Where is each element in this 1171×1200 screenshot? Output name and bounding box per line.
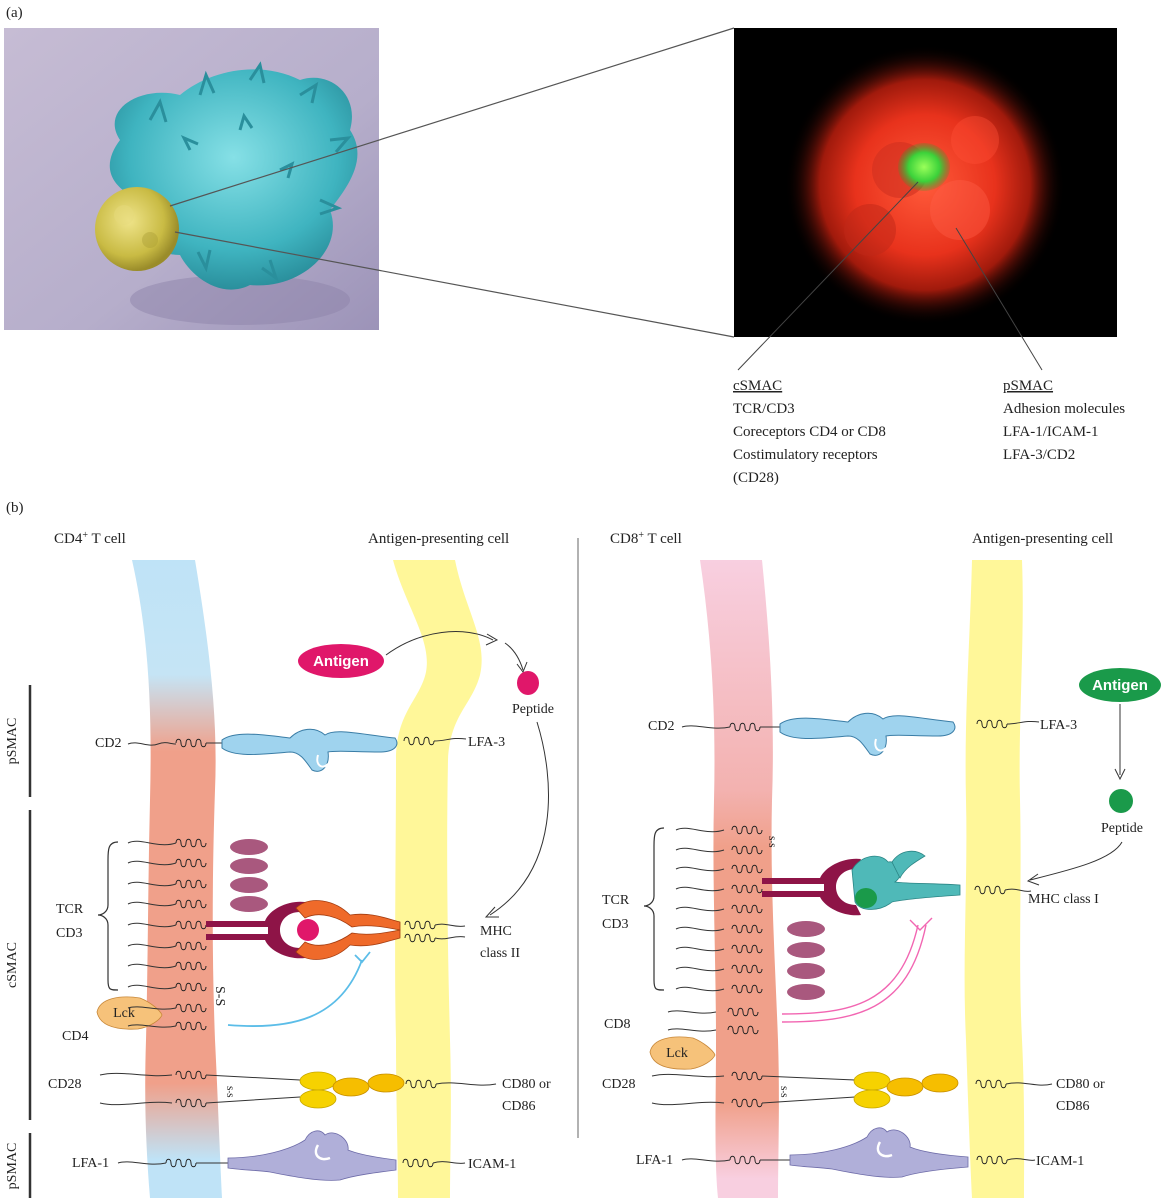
cd4-lfa3-label: LFA-3 bbox=[468, 735, 505, 750]
cd8-tcr bbox=[762, 858, 861, 916]
cd8-lfa3-label: LFA-3 bbox=[1040, 718, 1077, 733]
cd8-diagram: CD8+ T cell Antigen-presenting cell Anti… bbox=[602, 530, 1161, 1198]
cd8-apc-membrane bbox=[964, 560, 1025, 1198]
psmac-line-2: LFA-1/ICAM-1 bbox=[1003, 424, 1099, 440]
cd8-icam1-label: ICAM-1 bbox=[1036, 1154, 1084, 1169]
cd4-apc-membrane bbox=[393, 560, 482, 1198]
cd4-cd3-chain-3 bbox=[230, 877, 268, 893]
fluorescence-image bbox=[734, 28, 1117, 337]
svg-text:S-S: S-S bbox=[212, 986, 227, 1006]
cd4-mhc-label-2: class II bbox=[480, 946, 520, 961]
csmac-line-3: Costimulatory receptors bbox=[733, 447, 878, 463]
csmac-line-2: Coreceptors CD4 or CD8 bbox=[733, 424, 886, 440]
cd4-tcr-label: TCR bbox=[56, 902, 84, 917]
psmac-title: pSMAC bbox=[1003, 378, 1053, 394]
cd8-coreceptor bbox=[781, 924, 919, 1015]
cd4-diagram: CD4+ T cell Antigen-presenting cell Anti… bbox=[48, 530, 554, 1198]
psmac-legend: pSMAC Adhesion molecules LFA-1/ICAM-1 LF… bbox=[1003, 378, 1125, 463]
cd8-cd3-chain-1 bbox=[787, 921, 825, 937]
cd8-tcr-label: TCR bbox=[602, 893, 630, 908]
cd4-cd86-label: CD86 bbox=[502, 1099, 535, 1114]
csmac-line-4: (CD28) bbox=[733, 470, 779, 486]
cd8-antigen-label: Antigen bbox=[1092, 677, 1148, 694]
svg-text:S-S: S-S bbox=[767, 836, 776, 848]
cd8-cd28-domain-2 bbox=[853, 1089, 891, 1109]
cd4-cd28-label: CD28 bbox=[48, 1077, 81, 1092]
csmac-line-1: TCR/CD3 bbox=[733, 401, 795, 417]
side-label-csmac: cSMAC bbox=[5, 942, 20, 988]
cd4-cd28-domain-2 bbox=[299, 1089, 337, 1109]
cd4-cd3-chain-2 bbox=[230, 858, 268, 874]
cd4-cd4-label: CD4 bbox=[62, 1029, 88, 1044]
cd8-cd28-domain-1 bbox=[853, 1071, 891, 1091]
cd4-antigen-label: Antigen bbox=[313, 653, 369, 670]
csmac-legend: cSMAC TCR/CD3 Coreceptors CD4 or CD8 Cos… bbox=[733, 378, 886, 486]
sem-micrograph bbox=[4, 28, 379, 330]
cd4-peptide-label: Peptide bbox=[512, 702, 554, 717]
cd8-cd80-domain-1 bbox=[886, 1077, 924, 1097]
cd8-peptide-shape bbox=[1109, 789, 1133, 813]
cd4-mhc-label-1: MHC bbox=[480, 924, 512, 939]
cd8-apc-title: Antigen-presenting cell bbox=[972, 531, 1113, 547]
cd4-cd3-label: CD3 bbox=[56, 926, 82, 941]
cd4-mhc-class-ii bbox=[295, 929, 401, 960]
cd4-icam1-label: ICAM-1 bbox=[468, 1157, 516, 1172]
psmac-line-3: LFA-3/CD2 bbox=[1003, 447, 1075, 463]
cd8-peptide-label: Peptide bbox=[1101, 821, 1143, 836]
cd4-mhc-peptide bbox=[297, 919, 319, 941]
svg-text:S-S: S-S bbox=[779, 1086, 788, 1098]
cd4-coreceptor bbox=[227, 959, 363, 1028]
side-label-psmac-bottom: pSMAC bbox=[5, 1143, 20, 1190]
svg-text:S-S: S-S bbox=[225, 1086, 234, 1098]
cd4-cd80-domain-2 bbox=[367, 1073, 405, 1093]
cd8-cd3-chain-3 bbox=[787, 963, 825, 979]
panel-a-label: (a) bbox=[6, 5, 23, 21]
csmac-title: cSMAC bbox=[733, 378, 782, 394]
cd8-cd2-lfa3-complex bbox=[779, 712, 956, 756]
cd4-peptide-shape bbox=[517, 671, 539, 695]
cd8-cd3-chain-2 bbox=[787, 942, 825, 958]
cd4-cd28-domain-1 bbox=[299, 1071, 337, 1091]
cd8-cd2-label: CD2 bbox=[648, 719, 674, 734]
psmac-line-1: Adhesion molecules bbox=[1003, 401, 1125, 417]
cd4-antigen-shape bbox=[298, 644, 384, 678]
cd8-cd3-chain-4 bbox=[787, 984, 825, 1000]
cd4-cd2-lfa3-complex bbox=[221, 728, 398, 772]
cd8-lck-label: Lck bbox=[666, 1046, 688, 1061]
cd8-lck bbox=[649, 1036, 716, 1070]
cd8-cd3-label: CD3 bbox=[602, 917, 628, 932]
cd8-tcell-title: CD8+ T cell bbox=[610, 530, 682, 548]
cd4-tcr bbox=[206, 901, 305, 959]
cd8-antigen-shape bbox=[1079, 668, 1161, 702]
cd4-apc-title: Antigen-presenting cell bbox=[368, 531, 509, 547]
cd4-cd2-label: CD2 bbox=[95, 736, 121, 751]
cd8-tcell-membrane bbox=[700, 560, 779, 1198]
panel-b-label: (b) bbox=[6, 500, 24, 516]
cd8-mhc-label: MHC class I bbox=[1028, 892, 1099, 907]
cd8-lfa1-label: LFA-1 bbox=[636, 1153, 673, 1168]
cd4-lck-label: Lck bbox=[113, 1006, 135, 1021]
cd4-lfa1-icam1-complex bbox=[227, 1130, 397, 1181]
side-label-psmac-top: pSMAC bbox=[5, 718, 20, 765]
cd4-cd3-chain-4 bbox=[230, 896, 268, 912]
cd8-cd80-domain-2 bbox=[921, 1073, 959, 1093]
cd8-cd28-label: CD28 bbox=[602, 1077, 635, 1092]
cd4-tcell-title: CD4+ T cell bbox=[54, 530, 126, 548]
cd8-mhc-class-i bbox=[851, 855, 961, 910]
cd8-mhc-peptide bbox=[855, 888, 877, 908]
cd8-cd80-label: CD80 or bbox=[1056, 1077, 1105, 1092]
region-bars: pSMAC cSMAC pSMAC bbox=[5, 685, 32, 1198]
cd4-tcell-membrane bbox=[132, 560, 222, 1198]
cd4-cd3-chain-1 bbox=[230, 839, 268, 855]
cd4-lfa1-label: LFA-1 bbox=[72, 1156, 109, 1171]
cd4-cd80-label: CD80 or bbox=[502, 1077, 551, 1092]
cd8-cd86-label: CD86 bbox=[1056, 1099, 1089, 1114]
cd4-cd80-domain-1 bbox=[332, 1077, 370, 1097]
cd8-cd8-label: CD8 bbox=[604, 1017, 630, 1032]
cd4-lck bbox=[96, 996, 163, 1030]
